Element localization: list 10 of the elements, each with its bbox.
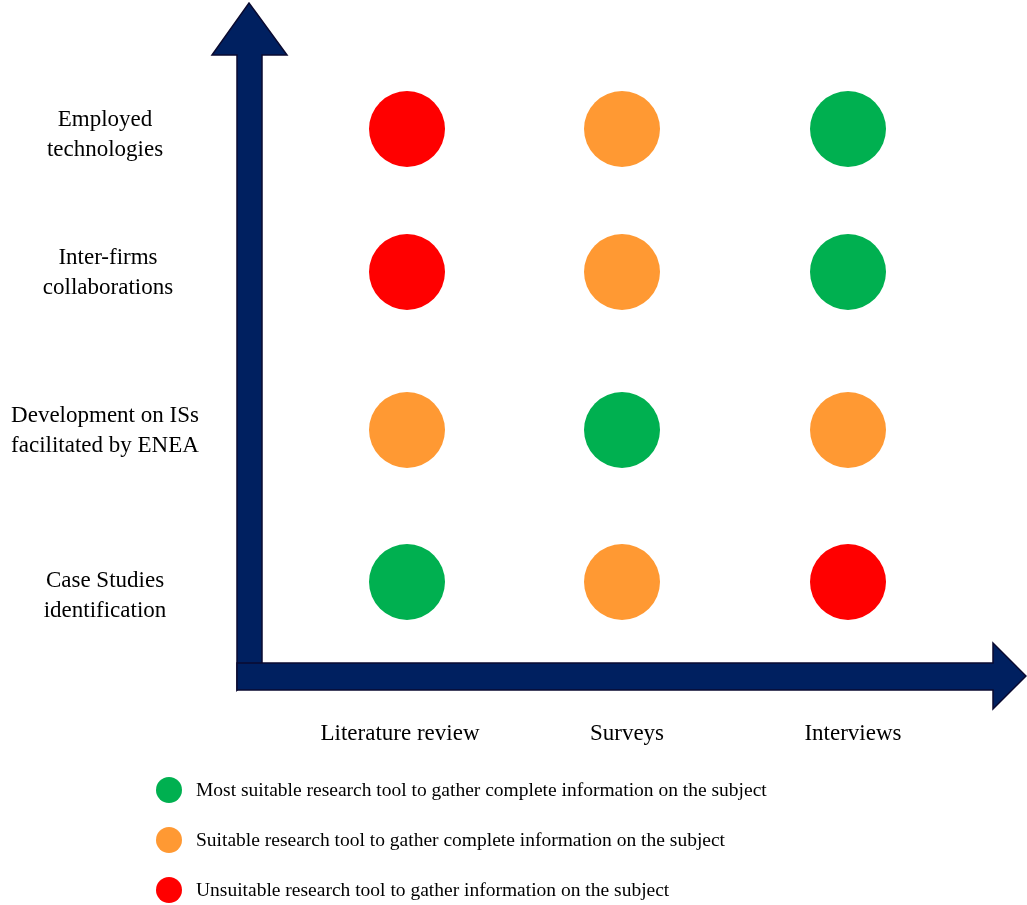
column-label: Literature review (320, 719, 480, 747)
row-label: Development on ISs facilitated by ENEA (10, 401, 200, 459)
legend-text: Most suitable research tool to gather complete information on the subject (196, 779, 767, 801)
column-label: Surveys (588, 719, 666, 747)
legend-text: Unsuitable research tool to gather information on the subject (196, 879, 670, 901)
row-label: Case Studies identification (42, 566, 168, 624)
row-label: Employed technologies (45, 105, 165, 163)
row-label: Inter-firms collaborations (41, 243, 175, 301)
column-label: Interviews (803, 719, 903, 747)
legend-text: Suitable research tool to gather complete information on the subject (196, 829, 726, 851)
